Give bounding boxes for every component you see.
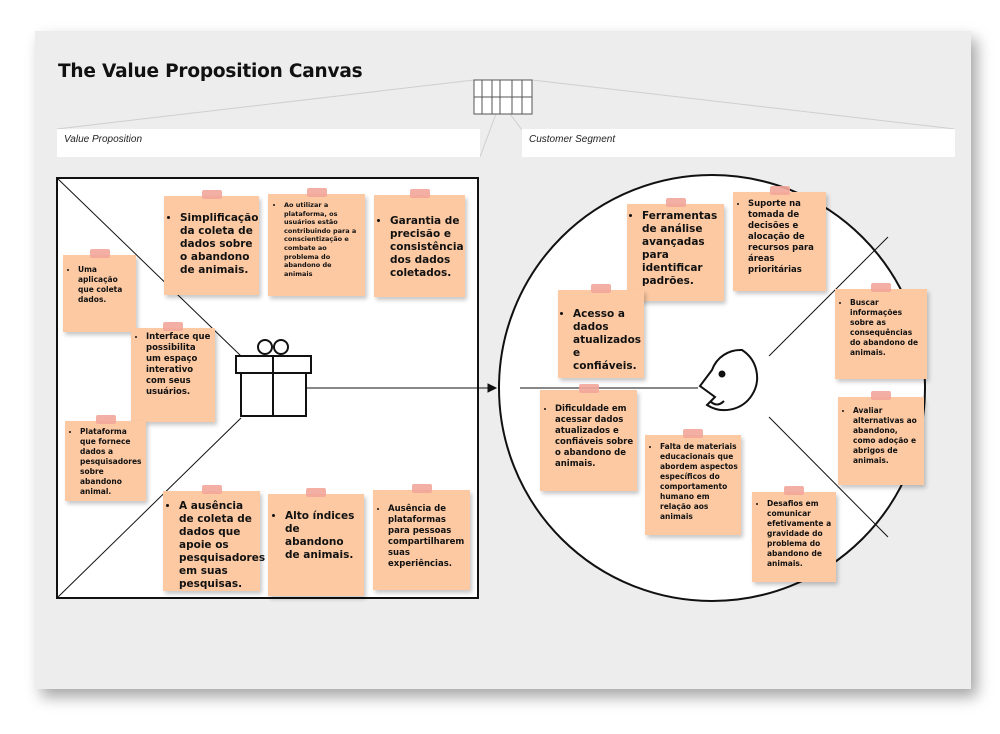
note-text: Ausência de plataformas para pessoas com… xyxy=(388,504,467,570)
tape xyxy=(306,188,327,197)
tape xyxy=(306,488,326,497)
tape xyxy=(871,391,891,400)
page-title: The Value Proposition Canvas xyxy=(58,61,363,82)
sticky-note-pain-reliever: A ausência de coleta de dados que apoie … xyxy=(163,485,265,591)
note-text: Simplificação da coleta de dados sobre o… xyxy=(180,212,258,277)
note-text: Falta de materiais educacionais que abor… xyxy=(660,442,738,522)
note-text: A ausência de coleta de dados que apoie … xyxy=(179,500,265,591)
sticky-note-gain: Acesso a dados atualizados e confiáveis. xyxy=(558,284,644,378)
gift-icon xyxy=(235,339,312,417)
note-text: Buscar informações sobre as consequência… xyxy=(850,298,924,358)
sticky-note-pain-reliever: Ausência de plataformas para pessoas com… xyxy=(373,484,470,590)
sticky-note-gain-creator: Garantia de precisão e consistência dos … xyxy=(374,189,465,297)
note-text: Plataforma que fornece dados a pesquisad… xyxy=(80,427,143,497)
sticky-note-gain: Suporte na tomada de decisões e alocação… xyxy=(733,186,826,291)
note-text: Garantia de precisão e consistência dos … xyxy=(390,215,464,280)
canvas-thumbnail-icon xyxy=(473,79,533,115)
sticky-note-gain-creator: Ao utilizar a plataforma, os usuários es… xyxy=(268,188,365,296)
tape xyxy=(201,190,222,199)
note-text: Ferramentas de análise avançadas para id… xyxy=(642,210,721,288)
tape xyxy=(683,429,703,438)
note-text: Dificuldade em acessar dados atualizados… xyxy=(555,404,634,470)
sticky-note-job: Buscar informações sobre as consequência… xyxy=(835,283,927,379)
sticky-note-pain: Dificuldade em acessar dados atualizados… xyxy=(540,384,637,491)
sticky-note-gain: Ferramentas de análise avançadas para id… xyxy=(627,198,724,301)
tape xyxy=(578,384,599,393)
tape xyxy=(409,189,430,198)
note-text: Alto índices de abandono de animais. xyxy=(285,510,359,562)
tape xyxy=(665,198,686,207)
sticky-note-product: Uma aplicação que coleta dados. xyxy=(63,249,136,332)
note-text: Desafios em comunicar efetivamente a gra… xyxy=(767,499,833,569)
tape xyxy=(871,283,891,292)
note-text: Ao utilizar a plataforma, os usuários es… xyxy=(284,201,361,278)
sticky-note-gain-creator: Simplificação da coleta de dados sobre o… xyxy=(164,190,259,295)
tape xyxy=(591,284,611,293)
tape xyxy=(784,486,804,495)
customer-segment-band: Customer Segment xyxy=(522,129,955,157)
tape xyxy=(201,485,222,494)
tape xyxy=(411,484,432,493)
sticky-note-pain: Falta de materiais educacionais que abor… xyxy=(645,429,741,535)
sticky-note-product: Plataforma que fornece dados a pesquisad… xyxy=(65,415,146,501)
value-proposition-band: Value Proposition xyxy=(57,129,480,157)
note-text: Uma aplicação que coleta dados. xyxy=(78,265,133,305)
sticky-note-pain-reliever: Alto índices de abandono de animais. xyxy=(268,488,364,596)
note-text: Avaliar alternativas ao abandono, como a… xyxy=(853,406,921,466)
sticky-note-pain: Desafios em comunicar efetivamente a gra… xyxy=(752,486,836,582)
tape xyxy=(89,249,110,258)
note-text: Interface que possibilita um espaço inte… xyxy=(146,332,212,398)
customer-face-icon xyxy=(698,348,759,412)
note-text: Acesso a dados atualizados e confiáveis. xyxy=(573,308,641,373)
sticky-note-job: Avaliar alternativas ao abandono, como a… xyxy=(838,391,924,485)
sticky-note-product: Interface que possibilita um espaço inte… xyxy=(131,322,215,422)
tape xyxy=(769,186,790,195)
tape xyxy=(95,415,116,424)
note-text: Suporte na tomada de decisões e alocação… xyxy=(748,199,823,276)
tape xyxy=(163,322,183,331)
